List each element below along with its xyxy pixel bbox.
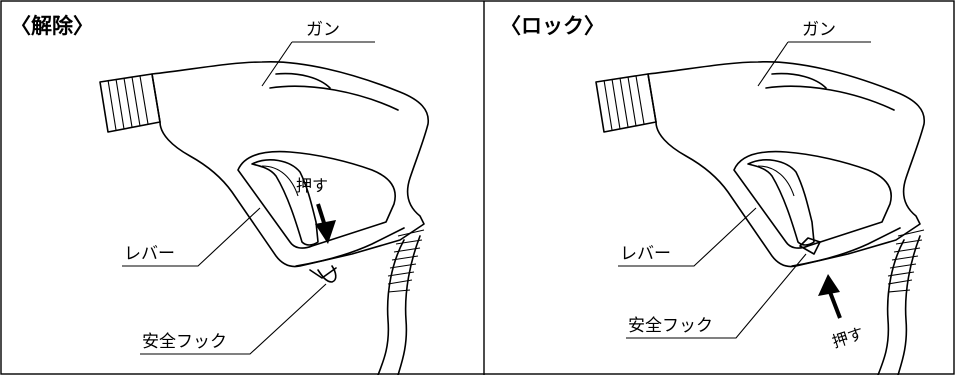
gun-drawing-lock: [595, 60, 925, 375]
leader-lines-left: [122, 41, 375, 355]
label-gun-right: ガン: [802, 20, 836, 40]
label-lever-left: レバー: [124, 244, 175, 264]
label-safety-hook-right: 安全フック: [628, 316, 713, 336]
hose-connector-left: [99, 73, 161, 133]
push-arrow-up: [818, 274, 842, 319]
hose-connector-right: [595, 73, 657, 133]
panel-title-release: 〈解除〉: [10, 14, 94, 38]
push-arrow-down: [315, 203, 336, 244]
label-gun-left: ガン: [306, 20, 340, 40]
label-safety-hook-left: 安全フック: [142, 332, 227, 352]
label-push-left: 押す: [296, 176, 329, 195]
panel-title-lock: 〈ロック〉: [500, 14, 605, 38]
gun-drawing-release: [99, 60, 429, 375]
leader-lines-right: [618, 41, 871, 339]
label-lever-right: レバー: [620, 244, 671, 264]
